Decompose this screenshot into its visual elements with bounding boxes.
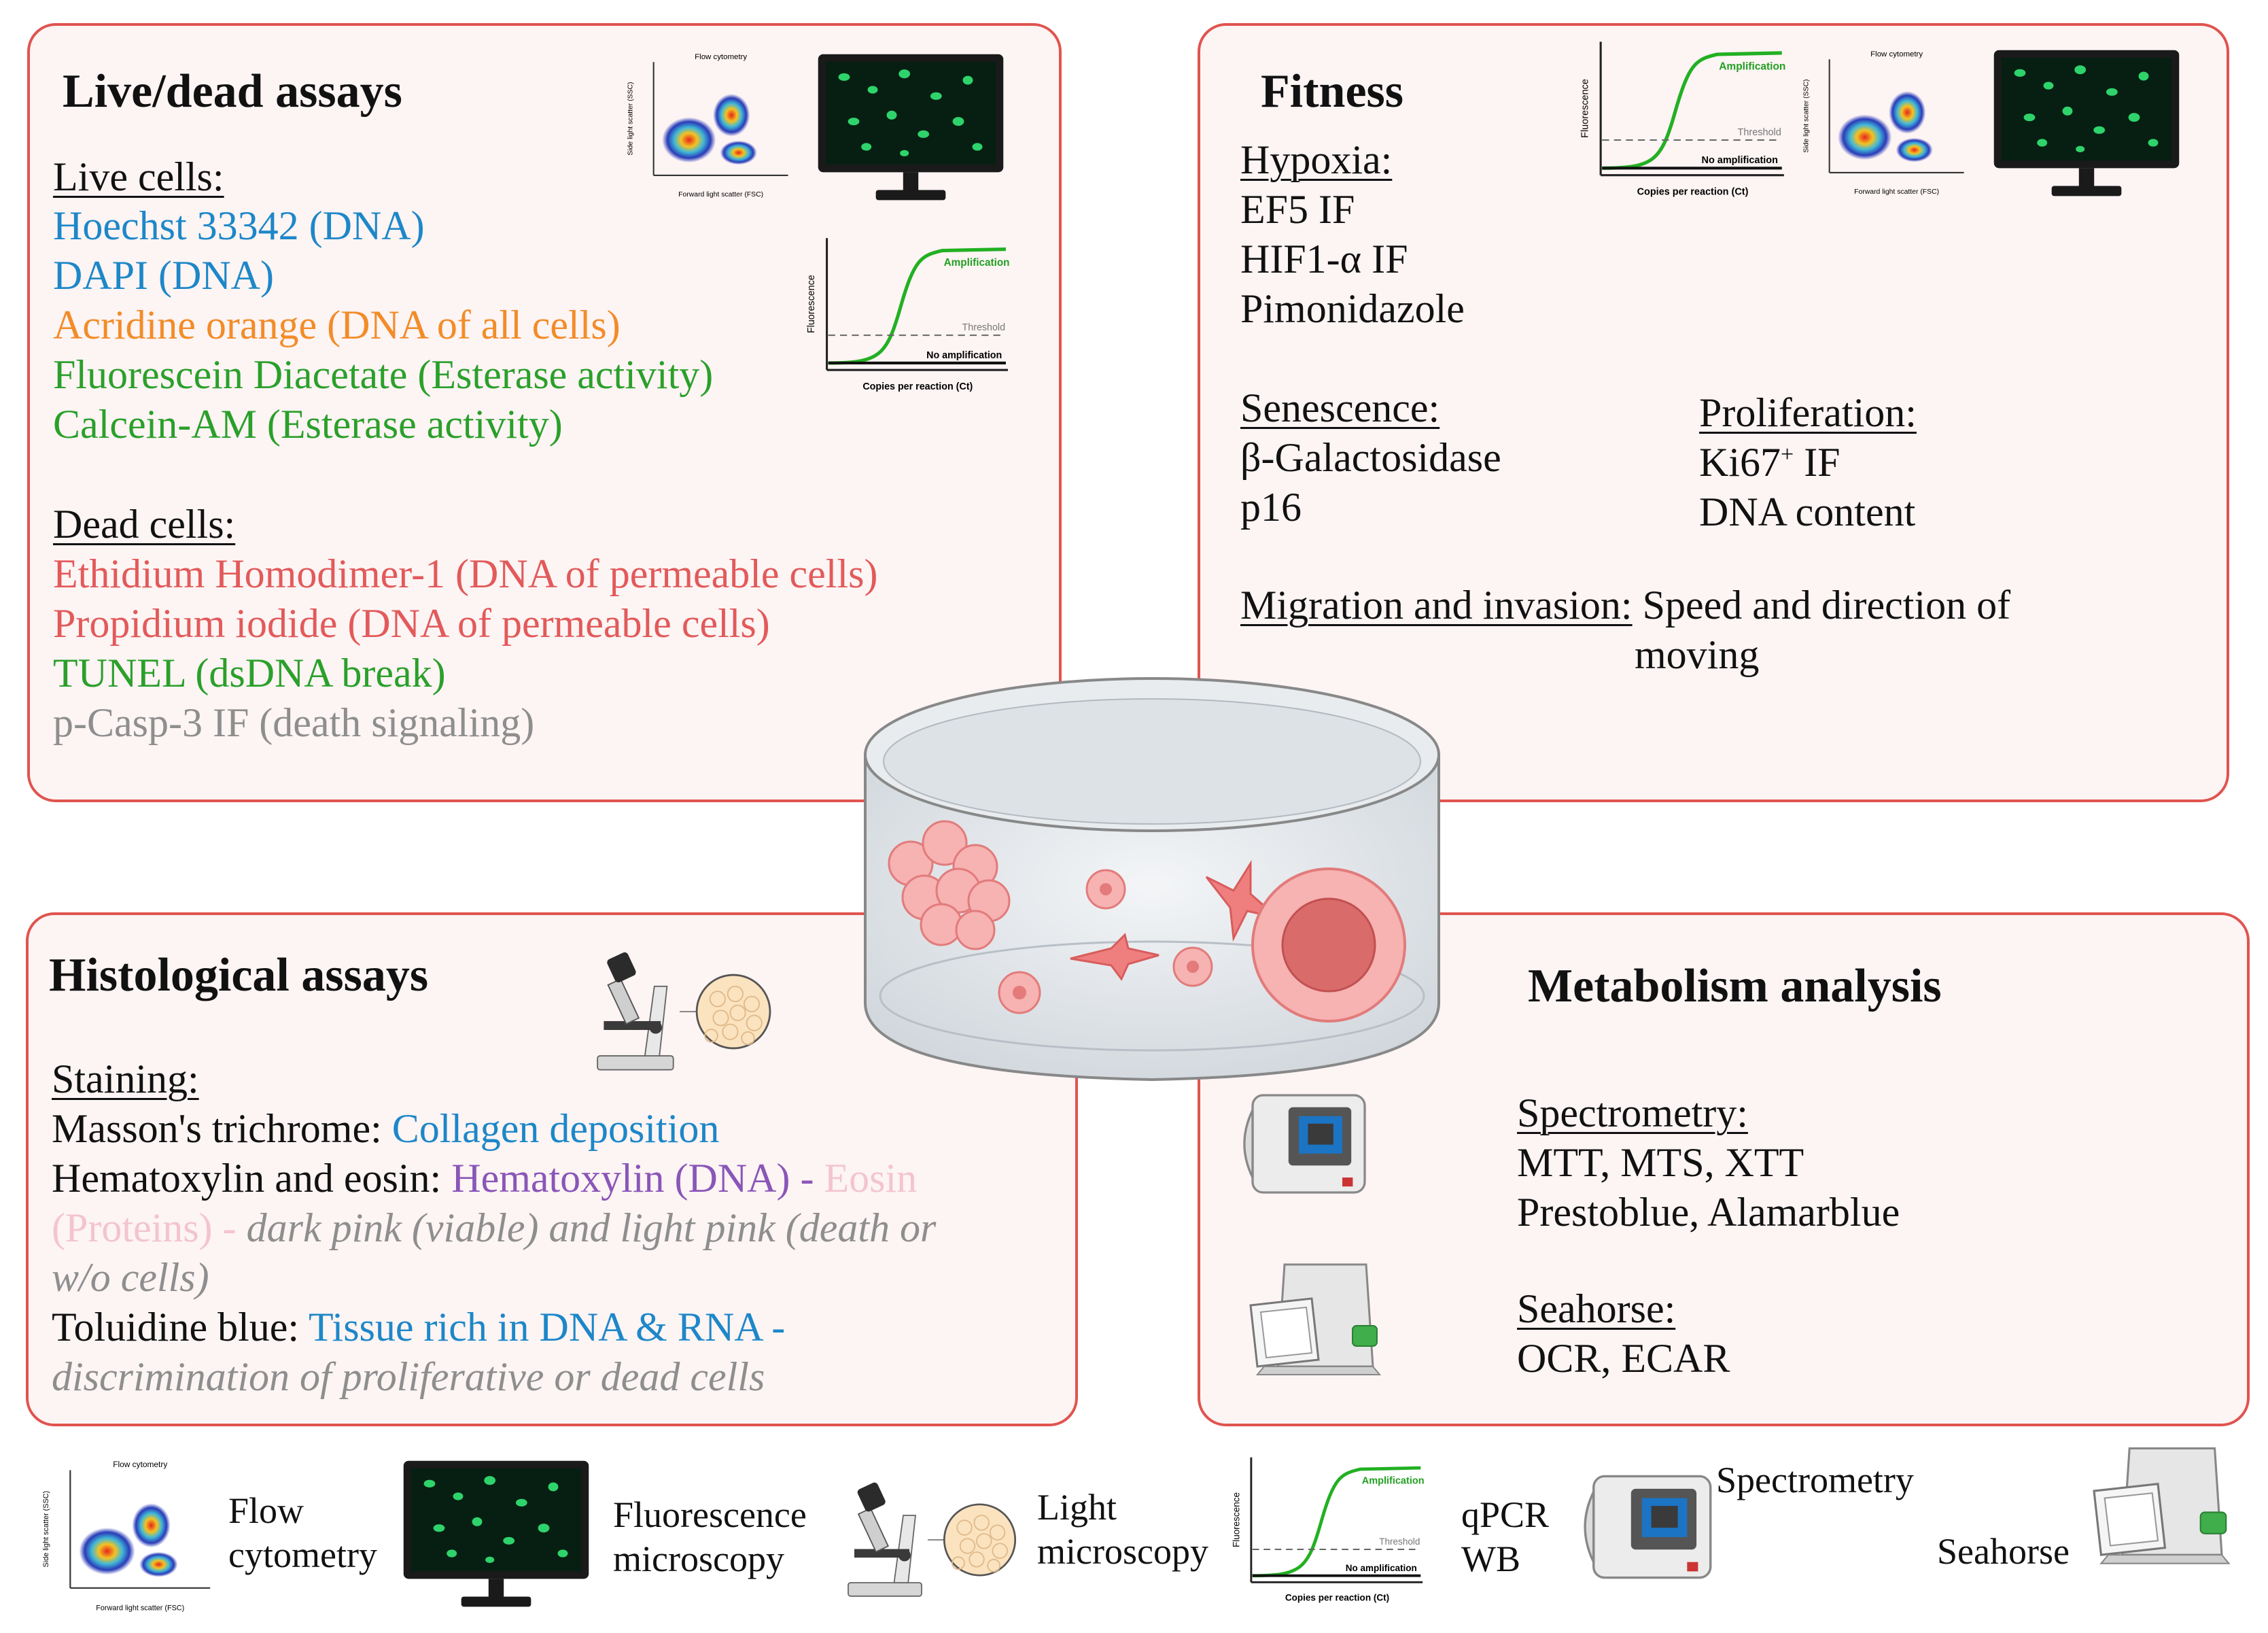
- senescence-heading: Senescence:: [1240, 385, 1440, 430]
- proliferation-heading: Proliferation:: [1699, 390, 1917, 435]
- qpcr-no-amplification-label: No amplification: [926, 350, 1002, 361]
- dead-item-tunel: TUNEL (dsDNA break): [53, 651, 446, 695]
- stain-he: Hematoxylin and eosin: Hematoxylin (DNA)…: [52, 1156, 918, 1201]
- senescence-item-p16: p16: [1240, 485, 1302, 530]
- legend-spectrometry-label: Spectrometry: [1716, 1460, 1914, 1500]
- svg-text:No amplification: No amplification: [1346, 1563, 1417, 1573]
- proliferation-item-dna-content: DNA content: [1699, 489, 1916, 534]
- light-microscope-icon: [585, 948, 775, 1075]
- migration-line: Migration and invasion: Speed and direct…: [1240, 583, 2011, 628]
- svg-text:Copies per reaction (Ct): Copies per reaction (Ct): [1285, 1592, 1389, 1602]
- dead-item-casp3: p-Casp-3 IF (death signaling): [53, 700, 535, 745]
- legend-light-microscope-icon: [836, 1479, 1019, 1601]
- live-item-fda: Fluorescein Diacetate (Esterase activity…: [53, 352, 714, 397]
- stain-toluidine-2: discrimination of proliferative or dead …: [52, 1354, 765, 1399]
- seahorse-item-ocr-ecar: OCR, ECAR: [1517, 1336, 1730, 1381]
- metabolism-title: Metabolism analysis: [1528, 960, 1942, 1012]
- qpcr-xlabel: Copies per reaction (Ct): [862, 381, 973, 392]
- qpcr-amplification-plot-icon: Amplification Threshold No amplification…: [806, 231, 1013, 392]
- svg-text:Copies per reaction (Ct): Copies per reaction (Ct): [1637, 187, 1749, 198]
- live-item-acridine: Acridine orange (DNA of all cells): [53, 303, 621, 347]
- live-item-dapi: DAPI (DNA): [53, 253, 274, 298]
- live-dead-title: Live/dead assays: [63, 65, 402, 118]
- senescence-item-galactosidase: β-Galactosidase: [1240, 435, 1501, 480]
- legend-qpcr-icon: Amplification Threshold No amplification…: [1231, 1448, 1425, 1602]
- qpcr-ylabel: Fluorescence: [806, 275, 817, 333]
- fluorescence-microscope-monitor-icon: [816, 52, 1006, 204]
- flow-cytometry-plot-icon-fitness: Flow cytometry Side light scatter (SSC) …: [1802, 50, 1971, 196]
- dead-item-ethd: Ethidium Homodimer-1 (DNA of permeable c…: [53, 551, 878, 596]
- svg-text:Side light scatter (SSC): Side light scatter (SSC): [42, 1491, 50, 1568]
- hypoxia-item-hif1a: HIF1-α IF: [1240, 237, 1408, 281]
- dead-item-pi: Propidium iodide (DNA of permeable cells…: [53, 601, 770, 646]
- svg-text:Amplification: Amplification: [1362, 1475, 1425, 1486]
- flow-plot-xlabel: Forward light scatter (FSC): [678, 191, 763, 199]
- legend-flow-cytometry-icon: Flow cytometry Side light scatter (SSC) …: [42, 1460, 217, 1612]
- seahorse-heading: Seahorse:: [1517, 1286, 1676, 1331]
- culture-dish-icon: [864, 677, 1440, 1082]
- hypoxia-heading: Hypoxia:: [1240, 137, 1393, 182]
- svg-text:Flow cytometry: Flow cytometry: [113, 1460, 167, 1469]
- qpcr-amplification-label: Amplification: [944, 257, 1010, 269]
- stain-he-3: w/o cells): [52, 1255, 209, 1300]
- spectrometry-heading: Spectrometry:: [1517, 1090, 1748, 1135]
- svg-text:Threshold: Threshold: [1379, 1536, 1420, 1547]
- live-item-hoechst: Hoechst 33342 (DNA): [53, 203, 425, 248]
- proliferation-item-ki67: Ki67+ IF: [1699, 440, 1840, 485]
- flow-plot-ylabel: Side light scatter (SSC): [627, 82, 634, 156]
- seahorse-analyzer-icon: [1237, 1258, 1386, 1380]
- stain-toluidine: Toluidine blue: Tissue rich in DNA & RNA…: [52, 1305, 786, 1350]
- stain-he-2: (Proteins) - dark pink (viable) and ligh…: [52, 1205, 937, 1250]
- spectrometry-item-mtt: MTT, MTS, XTT: [1517, 1140, 1804, 1185]
- legend-spectrometer-icon: [1570, 1468, 1726, 1585]
- spectrometer-icon: [1230, 1088, 1380, 1200]
- svg-text:Forward light scatter (FSC): Forward light scatter (FSC): [1854, 188, 1939, 196]
- qpcr-amplification-plot-icon-fitness: Amplification Threshold No amplification…: [1580, 34, 1785, 198]
- flow-cytometry-plot-icon: Flow cytometry Side light scatter (SSC) …: [627, 53, 795, 199]
- svg-text:Fluorescence: Fluorescence: [1580, 79, 1591, 138]
- legend-fluorescence-monitor-icon: [401, 1458, 591, 1611]
- fluorescence-microscope-monitor-icon-fitness: [1991, 48, 2182, 200]
- live-cells-heading: Live cells:: [53, 154, 224, 199]
- migration-line-2: moving: [1635, 632, 1760, 677]
- svg-text:Fluorescence: Fluorescence: [1231, 1492, 1241, 1547]
- svg-text:Side light scatter (SSC): Side light scatter (SSC): [1802, 80, 1810, 153]
- flow-plot-title: Flow cytometry: [695, 53, 747, 61]
- dead-cells-heading: Dead cells:: [53, 502, 236, 547]
- hypoxia-item-pimonidazole: Pimonidazole: [1240, 286, 1465, 331]
- svg-text:Forward light scatter (FSC): Forward light scatter (FSC): [96, 1604, 184, 1612]
- fitness-title: Fitness: [1261, 65, 1403, 118]
- svg-text:Amplification: Amplification: [1719, 61, 1785, 73]
- histology-title: Histological assays: [49, 949, 429, 1001]
- staining-heading: Staining:: [52, 1056, 199, 1101]
- hypoxia-item-ef5: EF5 IF: [1240, 187, 1355, 232]
- qpcr-threshold-label: Threshold: [962, 322, 1006, 333]
- svg-text:Flow cytometry: Flow cytometry: [1870, 50, 1923, 58]
- live-item-calcein: Calcein-AM (Esterase activity): [53, 402, 563, 447]
- legend-seahorse-label: Seahorse: [1937, 1531, 2070, 1572]
- stain-masson: Masson's trichrome: Collagen deposition: [52, 1106, 720, 1151]
- svg-text:No amplification: No amplification: [1702, 155, 1778, 166]
- spectrometry-item-prestoblue: Prestoblue, Alamarblue: [1517, 1190, 1900, 1235]
- legend-seahorse-icon: [2080, 1441, 2236, 1569]
- svg-text:Threshold: Threshold: [1738, 127, 1781, 138]
